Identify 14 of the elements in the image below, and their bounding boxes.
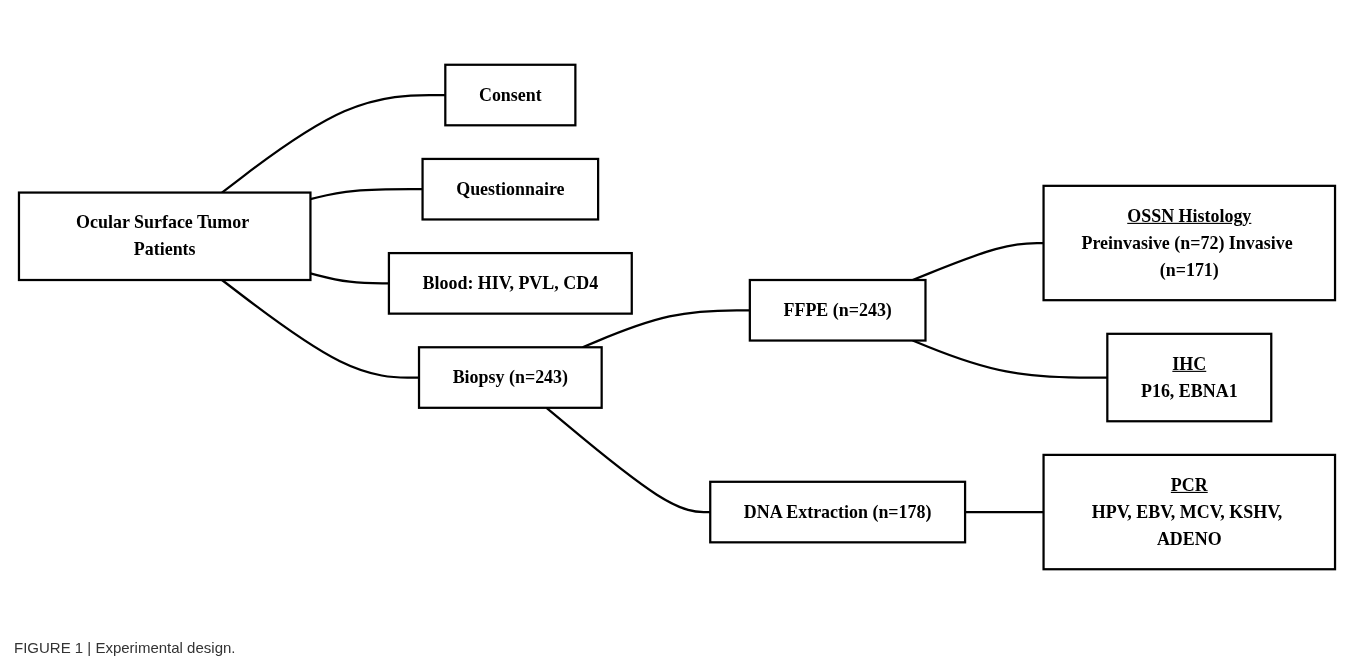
node-box: Questionnaire (421, 157, 600, 221)
node-box: Biopsy (n=243) (417, 346, 603, 409)
node-box: DNA Extraction (n=178) (709, 480, 967, 544)
node-box: Blood: HIV, PVL, CD4 (387, 252, 633, 315)
node-box: PCR HPV, EBV, MCV, KSHV, ADENO (1042, 453, 1337, 571)
connector (310, 272, 389, 285)
node-box: IHC P16, EBNA1 (1106, 332, 1273, 423)
node-box: OSSN Histology Preinvasive (n=72) Invasive (n=171) (1042, 184, 1337, 302)
connector (965, 510, 1044, 514)
node-box: FFPE (n=243) (748, 278, 927, 342)
node-box: Ocular Surface Tumor Patients (17, 191, 312, 282)
connector (310, 188, 423, 201)
figure-caption: FIGURE 1 | Experimental design. (14, 639, 236, 656)
node-box: Consent (444, 63, 577, 127)
